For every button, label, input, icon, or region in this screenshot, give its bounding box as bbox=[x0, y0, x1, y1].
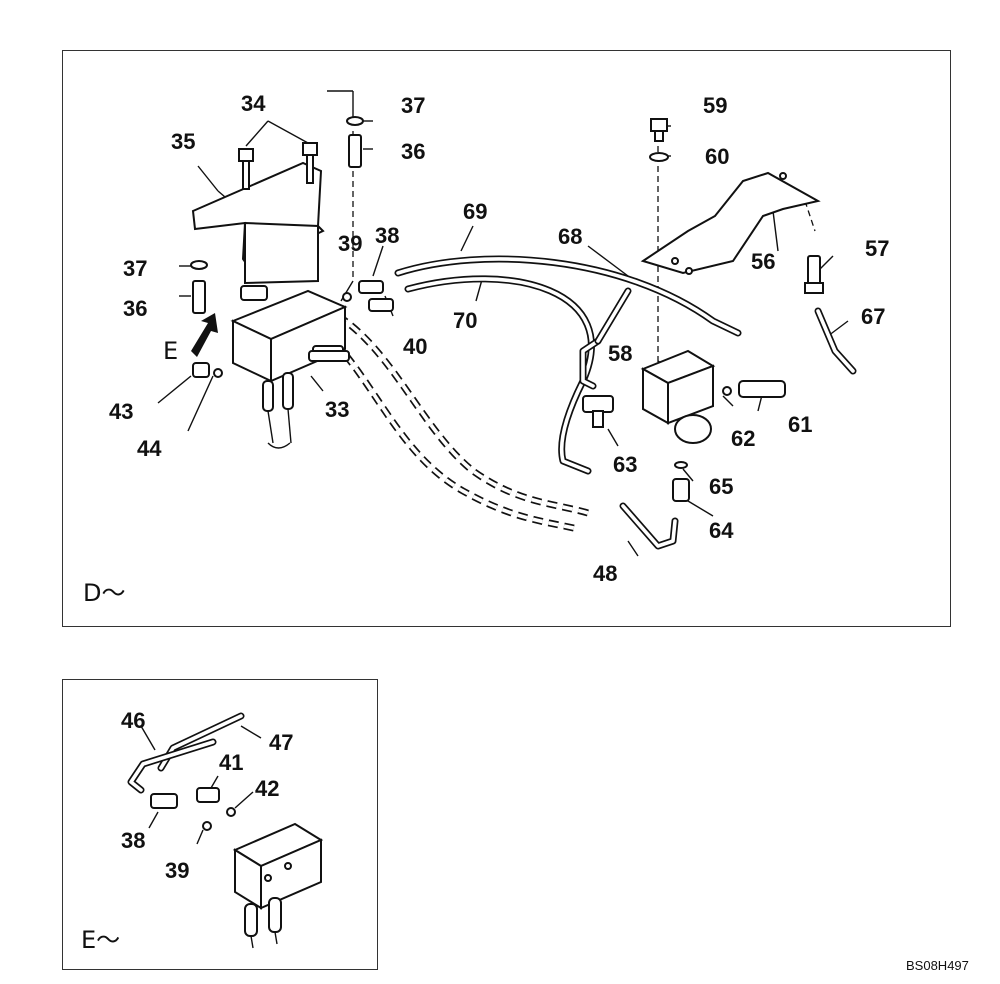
plug-43 bbox=[192, 362, 223, 378]
callout-34: 34 bbox=[241, 91, 266, 116]
bolts-34 bbox=[238, 142, 318, 190]
detail-valve-block bbox=[232, 822, 324, 949]
callout-38: 38 bbox=[375, 223, 399, 248]
callout-39-detail: 39 bbox=[165, 858, 189, 883]
callout-64: 64 bbox=[709, 518, 734, 543]
callout-59: 59 bbox=[703, 93, 727, 118]
bolt-59 bbox=[649, 118, 669, 162]
callout-42: 42 bbox=[255, 776, 279, 801]
main-view-label: D～ bbox=[83, 579, 125, 607]
detail-view-label: E～ bbox=[81, 926, 120, 954]
callout-labels: 34 37 35 36 39 38 69 68 59 60 56 57 37 3… bbox=[109, 91, 889, 586]
callout-65: 65 bbox=[709, 474, 733, 499]
callout-58: 58 bbox=[608, 341, 632, 366]
fitting-61 bbox=[722, 380, 786, 398]
callout-69: 69 bbox=[463, 199, 487, 224]
callout-62: 62 bbox=[731, 426, 755, 451]
detail-view-panel: 46 47 41 42 38 39 E～ bbox=[62, 679, 378, 970]
callout-57: 57 bbox=[865, 236, 889, 261]
valve-block-left bbox=[230, 285, 348, 449]
callout-68: 68 bbox=[558, 224, 582, 249]
callout-43: 43 bbox=[109, 399, 133, 424]
callout-47: 47 bbox=[269, 730, 293, 755]
callout-39: 39 bbox=[338, 231, 362, 256]
callout-37-left: 37 bbox=[123, 256, 147, 281]
view-arrow-label: E bbox=[163, 337, 178, 365]
bolt-57 bbox=[804, 255, 824, 294]
view-arrow-e: E bbox=[163, 313, 218, 365]
callout-70: 70 bbox=[453, 308, 477, 333]
detail-callout-labels: 46 47 41 42 38 39 bbox=[121, 708, 293, 883]
callout-63: 63 bbox=[613, 452, 637, 477]
callout-37-top: 37 bbox=[401, 93, 425, 118]
callout-38-detail: 38 bbox=[121, 828, 145, 853]
callout-56: 56 bbox=[751, 249, 775, 274]
fitting-33 bbox=[308, 350, 350, 362]
callout-61: 61 bbox=[788, 412, 812, 437]
callout-44: 44 bbox=[137, 436, 162, 461]
main-view-panel: 34 37 35 36 39 38 69 68 59 60 56 57 37 3… bbox=[62, 50, 951, 627]
bolt-36-top bbox=[346, 116, 364, 168]
callout-60: 60 bbox=[705, 144, 729, 169]
callout-33: 33 bbox=[325, 397, 349, 422]
bracket-56 bbox=[640, 171, 821, 275]
callout-67: 67 bbox=[861, 304, 885, 329]
block-58 bbox=[640, 349, 716, 444]
callout-36-top: 36 bbox=[401, 139, 425, 164]
detail-fittings bbox=[150, 787, 236, 831]
fitting-64 bbox=[672, 461, 690, 502]
main-view-drawing: 34 37 35 36 39 38 69 68 59 60 56 57 37 3… bbox=[83, 90, 889, 607]
callout-41: 41 bbox=[219, 750, 243, 775]
bracket-35 bbox=[191, 161, 325, 285]
fitting-63 bbox=[582, 395, 614, 428]
callout-46: 46 bbox=[121, 708, 145, 733]
callout-35: 35 bbox=[171, 129, 195, 154]
detail-leaders bbox=[140, 725, 262, 845]
callout-36-left: 36 bbox=[123, 296, 147, 321]
hoses bbox=[310, 255, 857, 550]
drawing-code: BS08H497 bbox=[906, 958, 969, 973]
callout-40: 40 bbox=[403, 334, 427, 359]
callout-48: 48 bbox=[593, 561, 617, 586]
fittings-38-40 bbox=[342, 280, 394, 312]
bolt-36-left bbox=[190, 260, 208, 314]
detail-view-drawing: 46 47 41 42 38 39 E～ bbox=[81, 708, 324, 954]
detail-hoses bbox=[127, 712, 245, 794]
